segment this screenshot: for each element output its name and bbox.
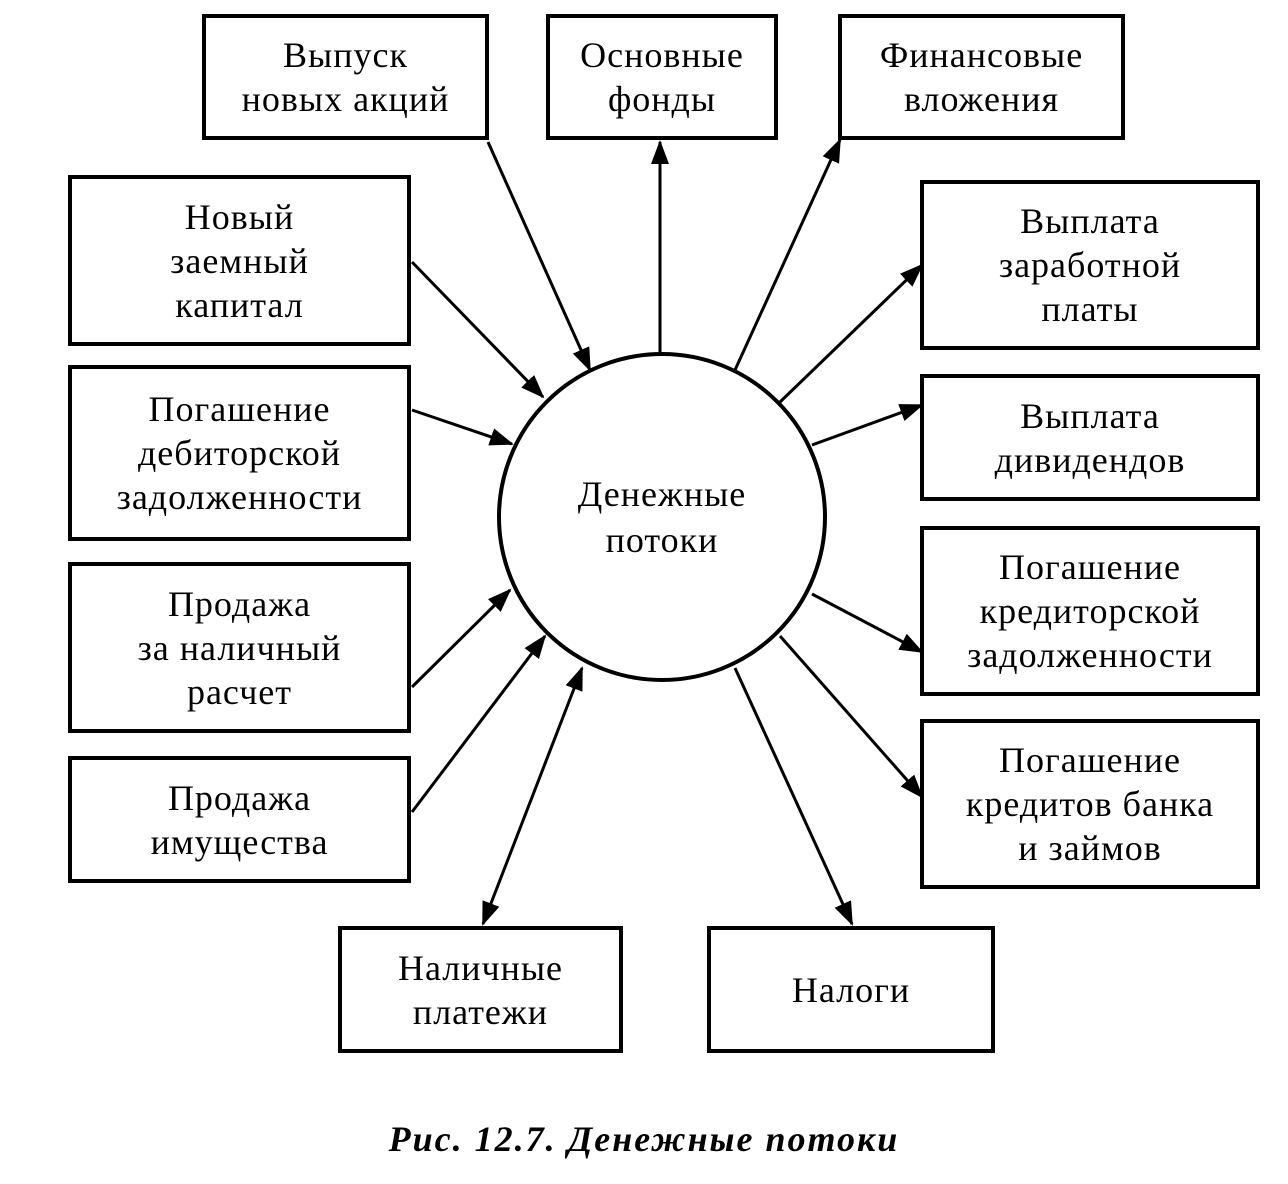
box-cash-payments-label: Наличные платежи	[397, 947, 564, 1032]
box-bank-loans-label: Погашение кредитов банка и займов	[965, 740, 1215, 868]
arrow-fin-investments	[733, 138, 842, 371]
arrow-new-shares	[486, 141, 592, 372]
box-receivables: Погашение дебиторской задолженности	[68, 365, 411, 541]
arrow-asset-sales	[410, 634, 547, 813]
box-cash-sales-label: Продажа за наличный расчет	[137, 583, 342, 712]
arrow-cash-sales	[410, 588, 512, 689]
arrow-payables	[811, 592, 924, 654]
arrow-wages	[778, 263, 924, 404]
arrow-bank-loans	[778, 635, 924, 799]
box-dividends-label: Выплата дивидендов	[994, 395, 1186, 480]
box-payables: Погашение кредиторской задолженности	[920, 526, 1260, 696]
box-new-debt: Новый заемный капитал	[68, 175, 411, 346]
box-fin-investments: Финансовые вложения	[838, 14, 1125, 140]
box-receivables-label: Погашение дебиторской задолженности	[116, 389, 363, 517]
center-node-label: Денежные потоки	[577, 474, 747, 560]
box-wages: Выплата заработной платы	[920, 180, 1260, 350]
box-asset-sales-label: Продажа имущества	[150, 777, 329, 862]
box-new-shares-label: Выпуск новых акций	[241, 35, 450, 119]
box-new-debt-label: Новый заемный капитал	[170, 196, 309, 325]
arrow-new-debt	[410, 260, 545, 399]
box-fixed-assets: Основные фонды	[546, 14, 778, 140]
box-new-shares: Выпуск новых акций	[202, 14, 489, 140]
box-asset-sales: Продажа имущества	[68, 756, 411, 883]
arrow-cash-payments	[481, 666, 584, 926]
box-taxes-label: Налоги	[791, 969, 911, 1010]
box-fixed-assets-label: Основные фонды	[580, 35, 744, 119]
figure-caption: Рис. 12.7. Денежные потоки	[388, 1119, 900, 1159]
box-cash-sales: Продажа за наличный расчет	[68, 562, 411, 733]
box-taxes: Налоги	[707, 926, 995, 1053]
box-payables-label: Погашение кредиторской задолженности	[967, 547, 1213, 675]
box-cash-payments: Наличные платежи	[338, 926, 623, 1053]
arrow-taxes	[733, 667, 854, 926]
arrow-dividends	[811, 403, 924, 447]
box-fin-investments-label: Финансовые вложения	[879, 35, 1084, 119]
box-wages-label: Выплата заработной платы	[998, 201, 1182, 329]
box-bank-loans: Погашение кредитов банка и займов	[920, 719, 1260, 889]
center-node: Денежные потоки	[497, 352, 827, 682]
arrow-receivables	[411, 408, 514, 446]
box-dividends: Выплата дивидендов	[920, 374, 1260, 501]
